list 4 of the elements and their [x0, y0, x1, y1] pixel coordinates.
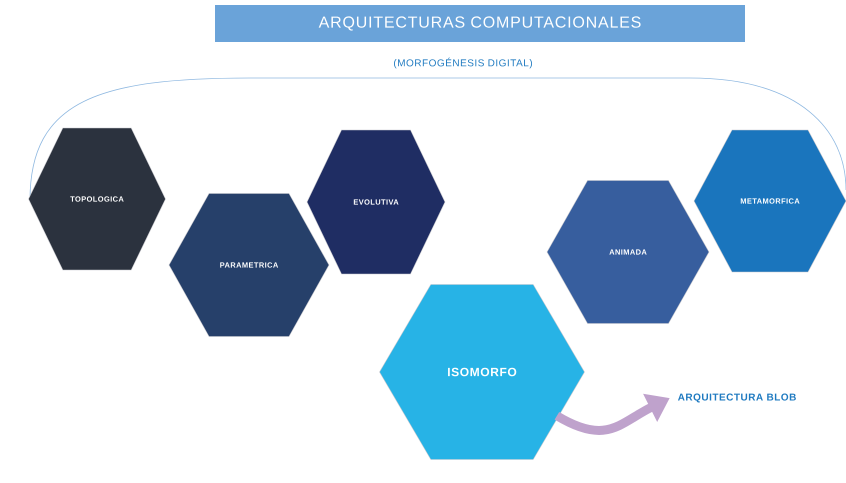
- hexagon: ISOMORFO: [379, 284, 585, 460]
- text-label: ARQUITECTURA BLOB: [678, 394, 796, 402]
- title-banner: ARQUITECTURAS COMPUTACIONALES: [215, 5, 745, 42]
- subtitle: (MORFOGÉNESIS DIGITAL): [394, 58, 532, 68]
